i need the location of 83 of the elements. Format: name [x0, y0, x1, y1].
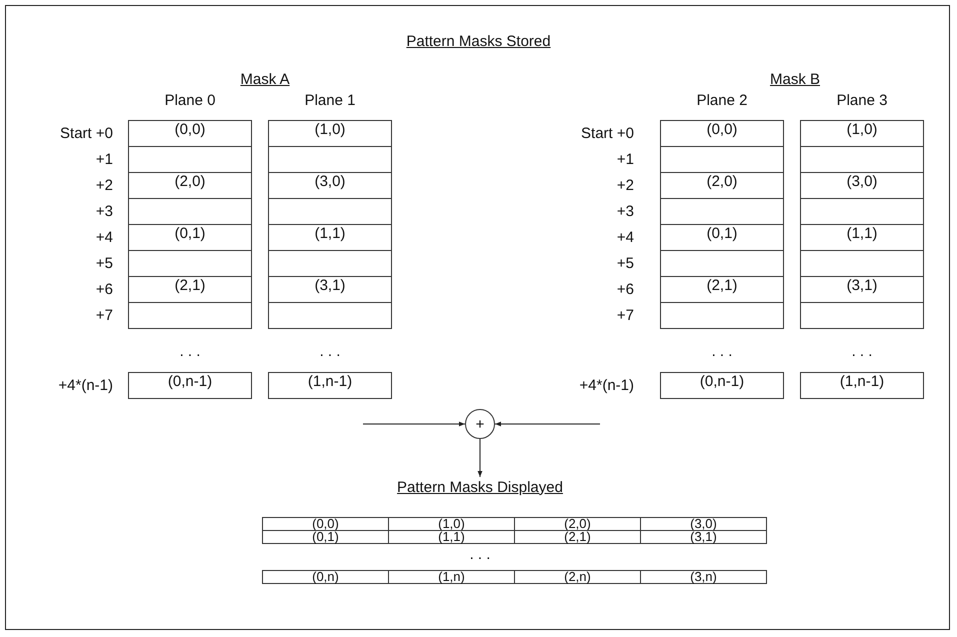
ellipsis: . . . [850, 343, 874, 361]
memory-cell [800, 302, 924, 329]
offset-label: +2 [94, 177, 113, 195]
memory-cell [800, 250, 924, 277]
group-heading: Mask B [768, 71, 821, 89]
offset-label: +5 [94, 255, 113, 273]
memory-cell: (0,0) [660, 120, 784, 147]
ellipsis: . . . [178, 343, 202, 361]
memory-cell: (0,n-1) [128, 372, 252, 399]
display-cell: (0,1) [262, 530, 389, 544]
offset-label: +6 [94, 281, 113, 299]
offset-label: +3 [616, 203, 634, 221]
memory-cell [128, 198, 252, 225]
display-cell: (3,0) [640, 517, 767, 531]
offset-label: +6 [616, 281, 634, 299]
memory-cell: (1,0) [800, 120, 924, 147]
memory-cell [660, 198, 784, 225]
display-cell: (0,0) [262, 517, 389, 531]
column-heading: Plane 2 [696, 92, 748, 110]
memory-cell [128, 146, 252, 173]
memory-cell [268, 146, 392, 173]
arrow [478, 438, 482, 478]
offset-label: +3 [94, 203, 113, 221]
adder-circle: + [465, 409, 495, 439]
ellipsis: . . . [468, 546, 492, 564]
memory-cell [268, 250, 392, 277]
offset-label: +1 [616, 151, 634, 169]
memory-cell: (3,0) [268, 172, 392, 199]
memory-cell [660, 146, 784, 173]
memory-cell [660, 250, 784, 277]
memory-cell: (0,1) [660, 224, 784, 251]
memory-cell: (1,1) [268, 224, 392, 251]
memory-cell: (2,0) [128, 172, 252, 199]
memory-cell [128, 302, 252, 329]
memory-cell [268, 198, 392, 225]
display-cell: (2,1) [514, 530, 641, 544]
memory-cell [800, 198, 924, 225]
group-heading: Mask A [239, 71, 291, 89]
display-cell: (2,n) [514, 570, 641, 584]
memory-cell: (2,1) [128, 276, 252, 303]
memory-cell: (0,1) [128, 224, 252, 251]
section-heading: Pattern Masks Displayed [380, 477, 580, 497]
display-cell: (1,n) [388, 570, 515, 584]
memory-cell [660, 302, 784, 329]
offset-label: +4 [616, 229, 634, 247]
column-heading: Plane 0 [164, 92, 216, 110]
offset-label: +7 [616, 307, 634, 325]
arrow [362, 422, 466, 426]
display-cell: (1,0) [388, 517, 515, 531]
offset-label: +2 [616, 177, 634, 195]
memory-cell: (1,n-1) [800, 372, 924, 399]
ellipsis: . . . [318, 343, 342, 361]
memory-cell: (3,1) [800, 276, 924, 303]
arrow [494, 422, 600, 426]
memory-cell [800, 146, 924, 173]
memory-cell [268, 302, 392, 329]
display-cell: (2,0) [514, 517, 641, 531]
display-cell: (3,1) [640, 530, 767, 544]
display-cell: (1,1) [388, 530, 515, 544]
offset-label: +1 [94, 151, 113, 169]
offset-label: Start +0 [59, 125, 113, 143]
memory-cell: (1,1) [800, 224, 924, 251]
offset-label: Start +0 [580, 125, 634, 143]
offset-label: +5 [616, 255, 634, 273]
display-cell: (3,n) [640, 570, 767, 584]
offset-label: +4*(n-1) [578, 377, 634, 395]
memory-cell: (0,n-1) [660, 372, 784, 399]
memory-cell: (1,n-1) [268, 372, 392, 399]
memory-cell: (2,1) [660, 276, 784, 303]
memory-cell: (3,0) [800, 172, 924, 199]
memory-cell: (1,0) [268, 120, 392, 147]
memory-cell [128, 250, 252, 277]
column-heading: Plane 1 [304, 92, 356, 110]
diagram-title: Pattern Masks Stored [405, 33, 552, 51]
column-heading: Plane 3 [836, 92, 888, 110]
ellipsis: . . . [710, 343, 734, 361]
memory-cell: (2,0) [660, 172, 784, 199]
offset-label: +7 [94, 307, 113, 325]
display-cell: (0,n) [262, 570, 389, 584]
memory-cell: (3,1) [268, 276, 392, 303]
offset-label: +4 [94, 229, 113, 247]
memory-cell: (0,0) [128, 120, 252, 147]
offset-label: +4*(n-1) [57, 377, 113, 395]
